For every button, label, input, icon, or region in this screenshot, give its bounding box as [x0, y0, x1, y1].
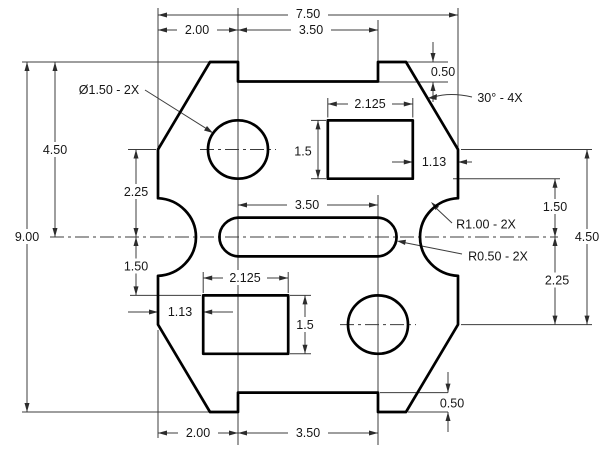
- dim-overall-width: 7.50: [296, 7, 320, 21]
- dim-left-2-25: 2.25: [124, 185, 148, 199]
- part-outline-path: [156, 60, 460, 414]
- dim-lower-half-height: 4.50: [575, 230, 599, 244]
- dimension-labels: 7.50 2.00 3.50 0.50 30° - 4X Ø1.50 - 2X …: [15, 7, 599, 440]
- dim-bottom-notch-width: 3.50: [296, 426, 320, 440]
- pocket-bottom-left: [201, 294, 290, 356]
- dim-top-notch-width: 3.50: [299, 23, 323, 37]
- chamfer-leader-line: [433, 94, 473, 98]
- dim-top-pocket-width: 2.125: [354, 97, 385, 111]
- notch-radius-leader-line: [435, 207, 453, 224]
- chamfer-angle-note: 30° - 4X: [477, 91, 523, 105]
- hole-diameter-note: Ø1.50 - 2X: [79, 83, 140, 97]
- dim-upper-half-height: 4.50: [43, 143, 67, 157]
- hole-bottom-right: [346, 294, 410, 356]
- dim-bottom-offset-left: 2.00: [186, 426, 210, 440]
- dim-overall-height: 9.00: [15, 230, 39, 244]
- hole-top-left: [206, 118, 270, 181]
- hole-leader-line: [144, 89, 208, 130]
- dim-top-step-depth: 0.50: [431, 65, 455, 79]
- dim-slot-length: 3.50: [295, 198, 319, 212]
- slot-radius-note: R0.50 - 2X: [468, 250, 528, 264]
- dim-bottom-step-depth: 0.50: [440, 397, 464, 411]
- centerlines: [50, 149, 558, 326]
- dim-top-offset-left: 2.00: [185, 23, 209, 37]
- center-slot: [218, 216, 398, 258]
- dim-top-pocket-height: 1.5: [294, 145, 311, 159]
- arrowheads: [24, 12, 590, 436]
- dim-bottom-pocket-offset: 1.13: [168, 305, 192, 319]
- dim-top-pocket-offset: 1.13: [422, 155, 446, 169]
- slot-radius-leader-line: [403, 242, 463, 255]
- dim-bottom-pocket-width: 2.125: [229, 271, 260, 285]
- part-geometry: [156, 60, 460, 414]
- dim-right-2-25: 2.25: [545, 274, 569, 288]
- dim-right-1-50: 1.50: [543, 200, 567, 214]
- pocket-top-right: [326, 119, 415, 181]
- dim-bottom-pocket-height: 1.5: [296, 318, 313, 332]
- dim-left-1-50: 1.50: [124, 260, 148, 274]
- notch-radius-note: R1.00 - 2X: [456, 218, 516, 232]
- label-backgrounds: [7, 6, 602, 440]
